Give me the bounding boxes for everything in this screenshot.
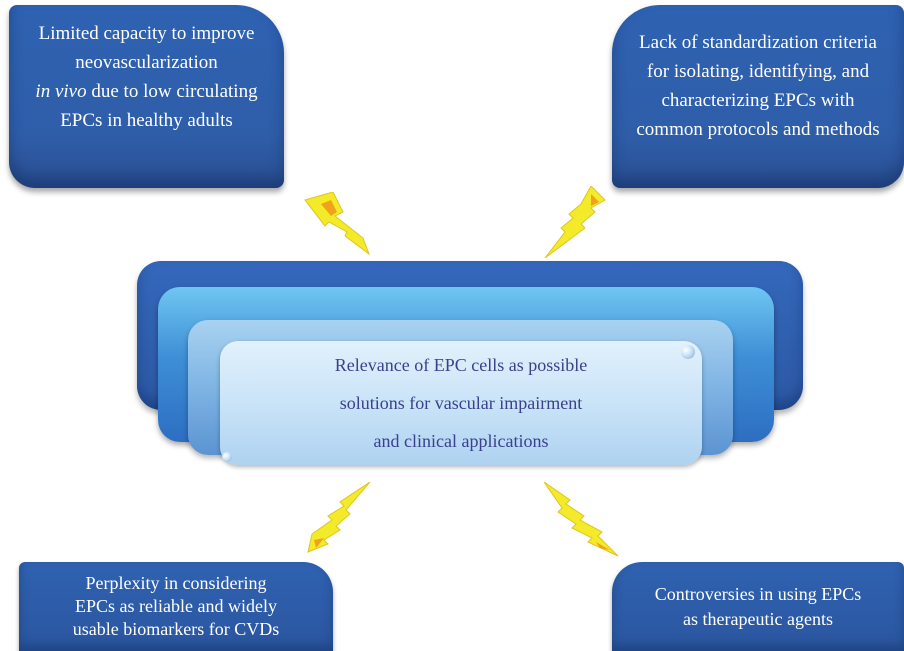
lightning-bolt-icon (544, 482, 619, 557)
lightning-bolt-icon (544, 186, 606, 258)
challenge-text-line: as therapeutic agents (683, 608, 833, 629)
challenge-text-line: usable biomarkers for CVDs (72, 619, 280, 639)
center-panel: Relevance of EPC cells as possible solut… (220, 341, 702, 465)
center-text-line: Relevance of EPC cells as possible (334, 355, 588, 375)
center-text-line: and clinical applications (373, 431, 549, 451)
challenge-text-line: for isolating, identifying, and (646, 60, 870, 82)
challenge-text-line: Perplexity in considering (85, 573, 267, 593)
challenge-text-fragment: due to low circulating (86, 80, 258, 102)
challenge-text-line: Lack of standardization criteria (639, 31, 877, 53)
italic-term: in vivo (35, 80, 87, 102)
challenge-box-top-left: Limited capacity to improve neovasculari… (9, 5, 284, 188)
challenge-text-line: characterizing EPCs with (661, 89, 855, 111)
lightning-bolt-icon (304, 192, 371, 256)
challenge-box-top-right: Lack of standardization criteria for iso… (612, 5, 904, 188)
lightning-bolt-icon (307, 482, 371, 553)
bead-decoration (681, 345, 695, 359)
challenge-text-line: Controversies in using EPCs (654, 583, 862, 604)
challenge-text-line: Limited capacity to improve (38, 22, 255, 44)
bead-decoration (222, 452, 232, 462)
challenge-text-line: common protocols and methods (636, 118, 880, 140)
challenge-box-bottom-right: Controversies in using EPCs as therapeut… (612, 562, 904, 651)
challenge-text-line: EPCs in healthy adults (60, 109, 233, 131)
challenge-text-line: in vivo due to low circulating (35, 77, 257, 106)
challenge-text-line: EPCs as reliable and widely (75, 596, 277, 616)
challenge-box-bottom-left: Perplexity in considering EPCs as reliab… (19, 562, 333, 651)
center-text-line: solutions for vascular impairment (339, 393, 583, 413)
challenge-text-line: neovascularization (75, 51, 218, 73)
